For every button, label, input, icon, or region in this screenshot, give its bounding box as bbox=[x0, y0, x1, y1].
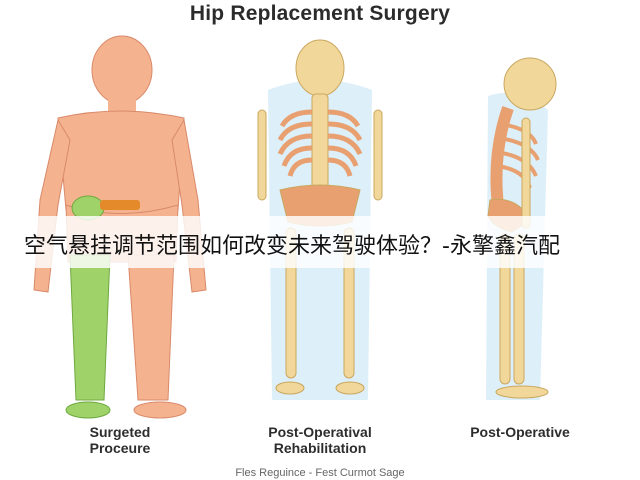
caption-figure-2: Post-Operatival Rehabilitation bbox=[250, 424, 390, 456]
caption-figure-2-line1: Post-Operatival bbox=[268, 424, 372, 440]
overlay-banner bbox=[0, 216, 640, 268]
caption-figure-1: Surgeted Proceure bbox=[60, 424, 180, 456]
overlay-banner-text: 空气悬挂调节范围如何改变未来驾驶体验？-永擎鑫汽配 bbox=[24, 234, 560, 259]
figure-rehabilitation-skeleton bbox=[257, 39, 383, 400]
caption-figure-1-line1: Surgeted bbox=[89, 424, 151, 440]
caption-figure-3: Post-Operative bbox=[450, 424, 590, 440]
footer-text: Fles Reguince - Fest Curmot Sage bbox=[235, 467, 405, 479]
caption-figure-1-line2: Proceure bbox=[89, 440, 151, 456]
diagram-title: Hip Replacement Surgery bbox=[189, 2, 451, 25]
caption-figure-3-line1: Post-Operative bbox=[470, 424, 570, 440]
caption-figure-2-line2: Rehabilitation bbox=[273, 440, 367, 456]
